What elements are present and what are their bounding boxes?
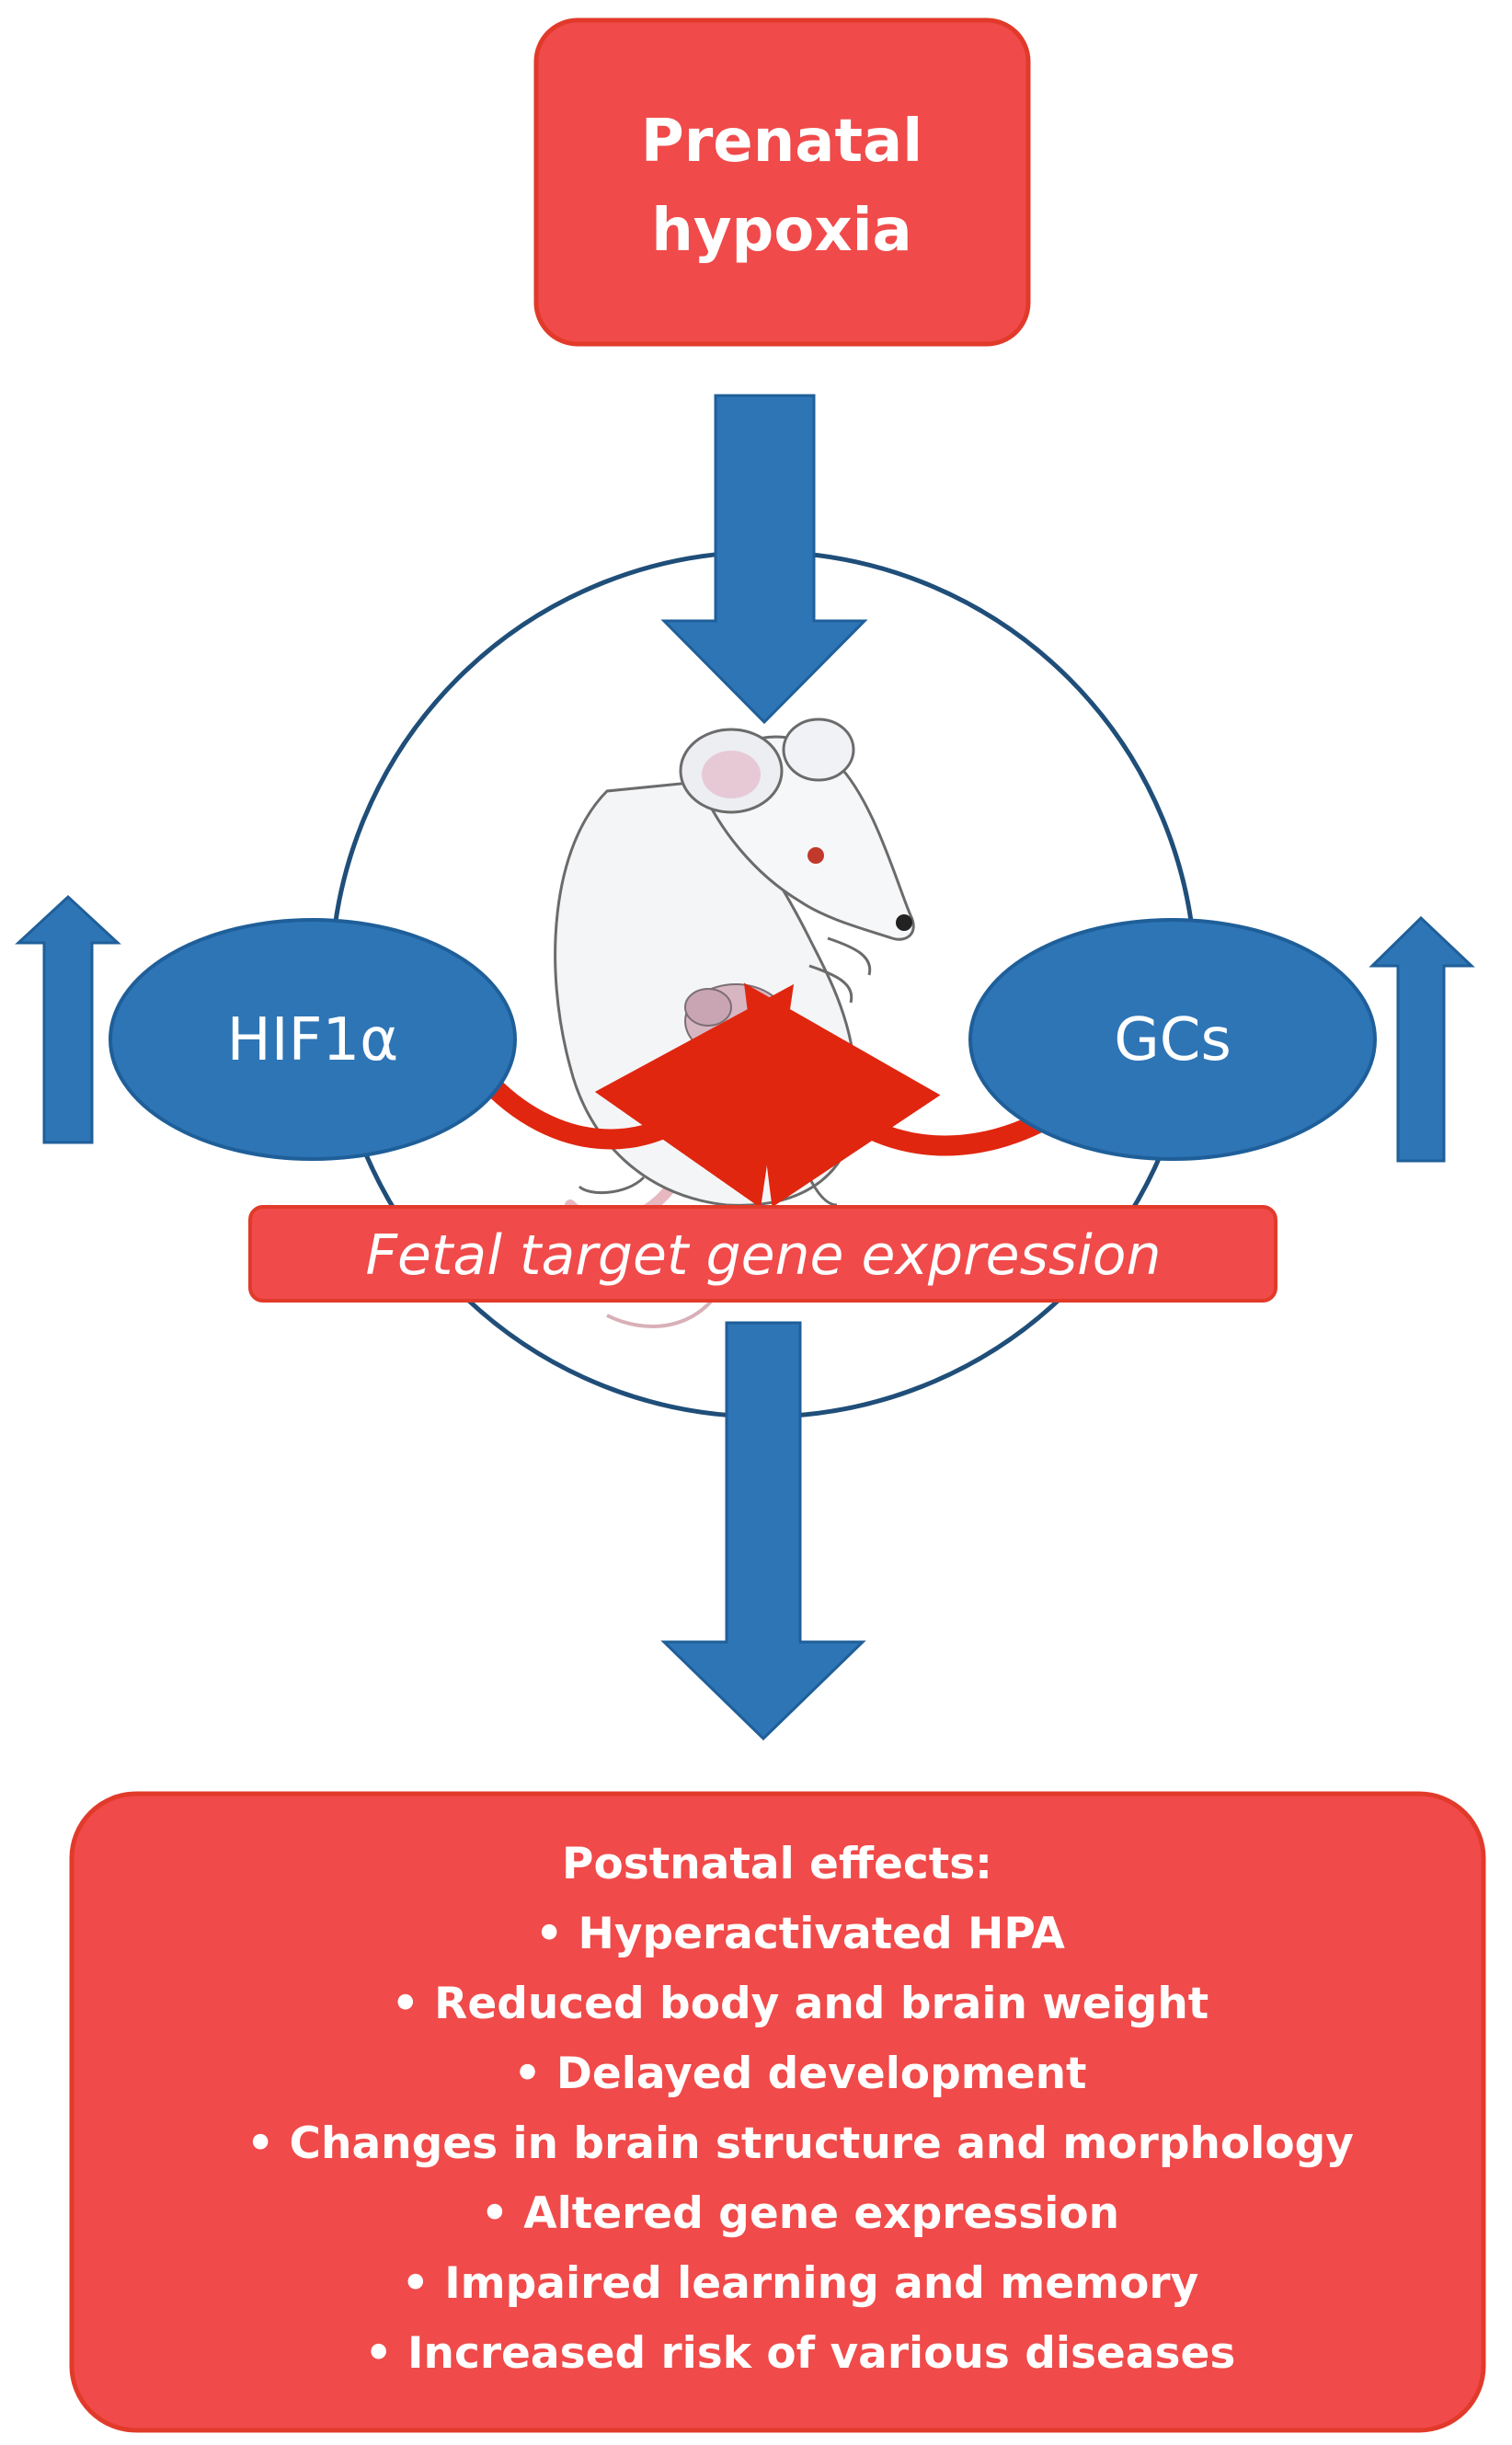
left-influence-arrow-icon <box>487 983 795 1209</box>
fetal-gene-expression-label: Fetal target gene expression <box>365 1223 1161 1288</box>
postnatal-effects-box: Postnatal effects: • Hyperactivated HPA•… <box>69 1791 1486 2433</box>
gcs-label: GCs <box>1114 1006 1231 1074</box>
cause-line-2: hypoxia <box>651 197 911 265</box>
effects-title: Postnatal effects: <box>562 1839 992 1889</box>
effects-list-item: • Hyperactivated HPA <box>535 1909 1065 1959</box>
hif1a-label: HIF1α <box>227 1006 399 1074</box>
right-influence-arrow-icon <box>743 982 1059 1208</box>
cause-line-1: Prenatal <box>641 108 922 176</box>
effects-list-item: • Changes in brain structure and morphol… <box>246 2118 1354 2169</box>
down-arrow-icon <box>660 1321 866 1741</box>
hif1a-ellipse: HIF1α <box>109 918 517 1161</box>
effects-list-item: • Delayed development <box>513 2049 1086 2099</box>
effects-list: • Hyperactivated HPA • Reduced body and b… <box>246 1909 1354 2379</box>
prenatal-hypoxia-box: Prenatal hypoxia <box>533 17 1031 347</box>
up-arrow-icon <box>15 894 121 1144</box>
effects-list-item: • Impaired learning and memory <box>402 2258 1198 2309</box>
effects-list-item: • Reduced body and brain weight <box>392 1979 1209 2029</box>
up-arrow-icon <box>1369 915 1475 1163</box>
fetal-gene-expression-bar: Fetal target gene expression <box>248 1205 1277 1303</box>
gcs-ellipse: GCs <box>968 918 1377 1161</box>
down-arrow-icon <box>660 394 868 725</box>
effects-list-item: • Increased risk of various diseases <box>365 2328 1236 2379</box>
effects-list-item: • Altered gene expression <box>481 2188 1119 2239</box>
